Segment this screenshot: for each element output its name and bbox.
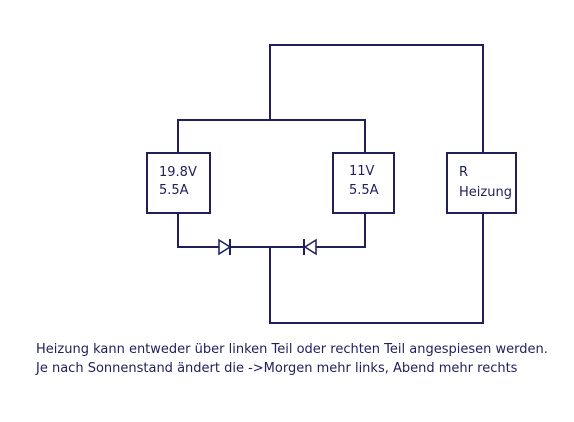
left-source-current: 5.5A — [159, 183, 189, 198]
left-diode-icon — [218, 238, 232, 256]
circuit-diagram: 19.8V 5.5A 11V 5.5A R Heizung — [146, 44, 517, 324]
wires — [177, 44, 484, 324]
right-source-current: 5.5A — [349, 183, 379, 198]
bottom-loop-wire — [269, 213, 484, 324]
right-source-box — [332, 152, 395, 214]
top-branch-wire — [177, 119, 366, 153]
top-loop-wire — [269, 44, 484, 153]
right-diode-icon — [303, 238, 317, 256]
heater-label: Heizung — [459, 185, 512, 200]
heater-symbol: R — [459, 165, 468, 180]
right-source: 11V 5.5A — [332, 152, 395, 214]
bottom-branch-wire — [177, 213, 366, 248]
caption-line-2: Je nach Sonnenstand ändert die ->Morgen … — [36, 361, 518, 376]
caption-line-1: Heizung kann entweder über linken Teil o… — [36, 342, 548, 357]
heater-box — [446, 152, 517, 214]
left-source: 19.8V 5.5A — [146, 152, 211, 214]
right-source-voltage: 11V — [349, 164, 375, 179]
heater: R Heizung — [446, 152, 517, 214]
left-source-box — [146, 152, 211, 214]
left-source-voltage: 19.8V — [159, 165, 197, 180]
